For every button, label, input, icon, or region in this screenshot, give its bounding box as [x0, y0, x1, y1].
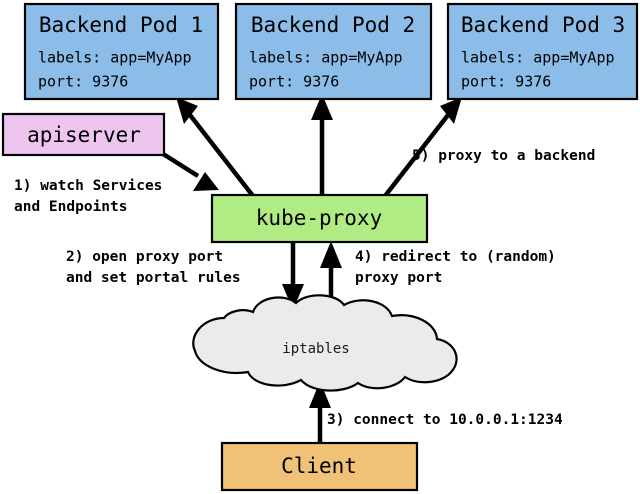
iptables-label: iptables: [282, 341, 349, 357]
node-backend-pod-1[interactable]: Backend Pod 1 labels: app=MyApp port: 93…: [23, 2, 220, 101]
kube-proxy-box[interactable]: [210, 193, 429, 244]
backend-pod-3-labels: labels: app=MyApp: [461, 49, 615, 67]
step-4-label: 4) redirect to (random) proxy port: [355, 249, 556, 287]
backend-pod-1-title: Backend Pod 1: [39, 13, 203, 37]
backend-pod-2-box[interactable]: [234, 2, 433, 101]
arrow-head-iptables-from-client: [309, 381, 331, 408]
arrow-head-pod2: [311, 94, 333, 120]
apiserver-box[interactable]: [1, 112, 166, 157]
backend-pod-3-box[interactable]: [446, 2, 639, 101]
backend-pod-1-box[interactable]: [23, 2, 220, 101]
edge-client-to-iptables: [309, 381, 331, 443]
arrow-head-pod3: [440, 97, 462, 124]
node-client[interactable]: Client: [220, 441, 419, 492]
step-3-label: 3) connect to 10.0.0.1:1234: [327, 412, 563, 428]
apiserver-label: apiserver: [27, 123, 141, 147]
node-backend-pod-2[interactable]: Backend Pod 2 labels: app=MyApp port: 93…: [234, 2, 433, 101]
edge-kubeproxy-to-iptables: [282, 243, 304, 310]
backend-pod-3-title: Backend Pod 3: [461, 13, 625, 37]
node-iptables-cloud[interactable]: iptables: [192, 294, 458, 392]
backend-pod-1-port: port: 9376: [38, 73, 128, 91]
step-1-label: 1) watch Services and Endpoints: [14, 178, 163, 216]
arrow-head-kubeproxy: [193, 172, 219, 191]
backend-pod-1-labels: labels: app=MyApp: [38, 49, 192, 67]
edge-kubeproxy-to-pod2: [311, 94, 333, 196]
edge-kubeproxy-to-pod3: [383, 97, 462, 198]
client-box[interactable]: [220, 441, 419, 492]
backend-pod-2-title: Backend Pod 2: [251, 13, 415, 37]
edge-kubeproxy-to-pod1: [176, 97, 255, 198]
backend-pod-3-port: port: 9376: [461, 73, 551, 91]
iptables-cloud-shape[interactable]: [192, 294, 458, 392]
step-2-label: 2) open proxy port and set portal rules: [66, 249, 241, 287]
client-label: Client: [281, 454, 357, 478]
step-5-label: 5) proxy to a backend: [412, 148, 596, 164]
arrow-head-pod1: [176, 97, 198, 124]
arrow-head-iptables: [282, 284, 304, 310]
edge-apiserver-to-kubeproxy: [158, 150, 219, 191]
kube-proxy-label: kube-proxy: [256, 206, 382, 230]
arrow-head-kubeproxy-return: [320, 241, 342, 268]
backend-pod-2-port: port: 9376: [249, 73, 339, 91]
backend-pod-2-labels: labels: app=MyApp: [249, 49, 403, 67]
node-backend-pod-3[interactable]: Backend Pod 3 labels: app=MyApp port: 93…: [446, 2, 639, 101]
node-kube-proxy[interactable]: kube-proxy: [210, 193, 429, 244]
node-apiserver[interactable]: apiserver: [1, 112, 166, 157]
